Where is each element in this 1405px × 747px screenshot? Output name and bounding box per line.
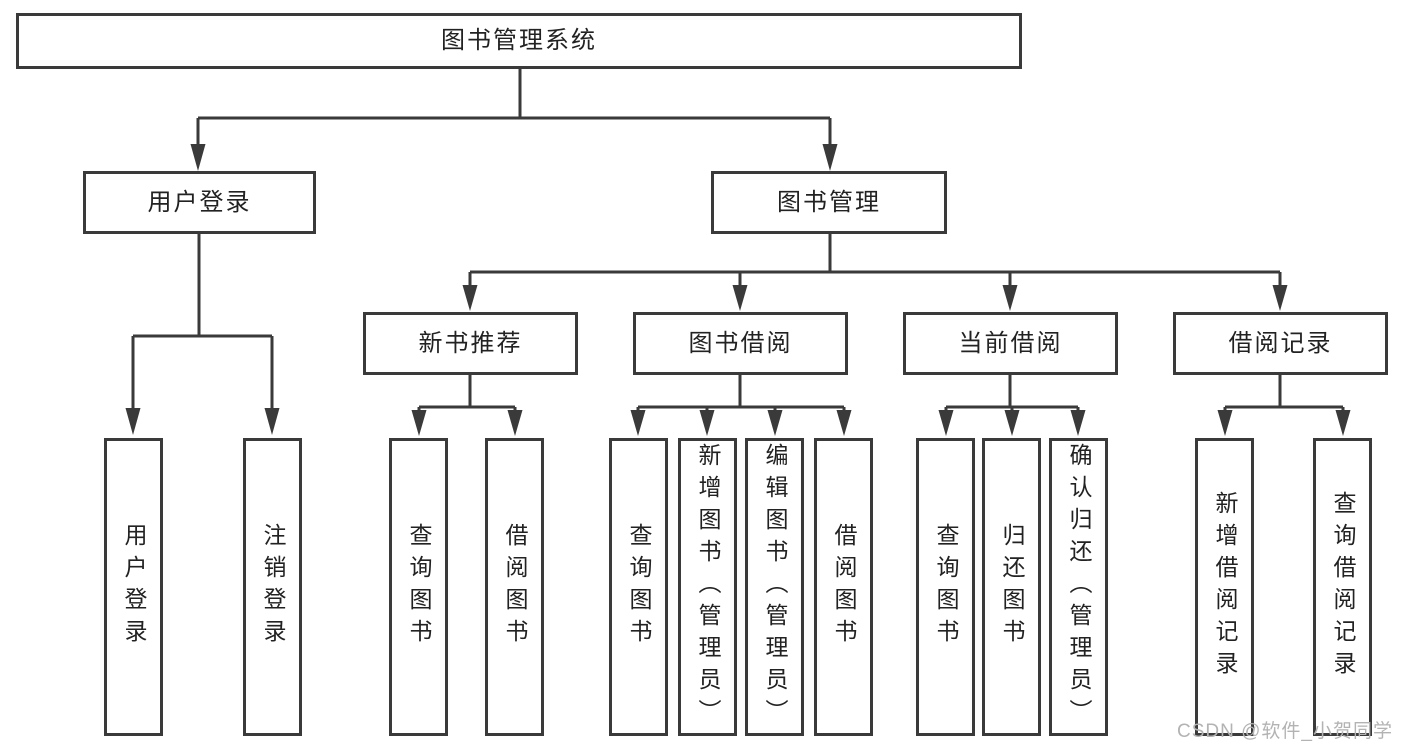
leaf-records-query-record: 查询借阅记录: [1313, 438, 1372, 736]
node-current-borrow: 当前借阅: [903, 312, 1118, 375]
node-borrow-records: 借阅记录: [1173, 312, 1388, 375]
node-root-library-management-system: 图书管理系统: [16, 13, 1022, 69]
leaf-recommend-query-books: 查询图书: [389, 438, 448, 736]
leaf-current-query-books: 查询图书: [916, 438, 975, 736]
leaf-user-login: 用户登录: [104, 438, 163, 736]
node-user-login: 用户登录: [83, 171, 316, 234]
leaf-recommend-borrow-books: 借阅图书: [485, 438, 544, 736]
leaf-current-return-books: 归还图书: [982, 438, 1041, 736]
node-new-book-recommend: 新书推荐: [363, 312, 578, 375]
node-book-management: 图书管理: [711, 171, 947, 234]
leaf-borrow-edit-books-admin: 编辑图书（管理员）: [745, 438, 804, 736]
leaf-borrow-query-books: 查询图书: [609, 438, 668, 736]
watermark-text: CSDN @软件_小贺同学: [1177, 721, 1393, 742]
leaf-borrow-add-books-admin: 新增图书（管理员）: [678, 438, 737, 736]
leaf-logout: 注销登录: [243, 438, 302, 736]
leaf-current-confirm-return-admin: 确认归还（管理员）: [1049, 438, 1108, 736]
leaf-borrow-borrow-books: 借阅图书: [814, 438, 873, 736]
leaf-records-add-record: 新增借阅记录: [1195, 438, 1254, 736]
node-book-borrow: 图书借阅: [633, 312, 848, 375]
